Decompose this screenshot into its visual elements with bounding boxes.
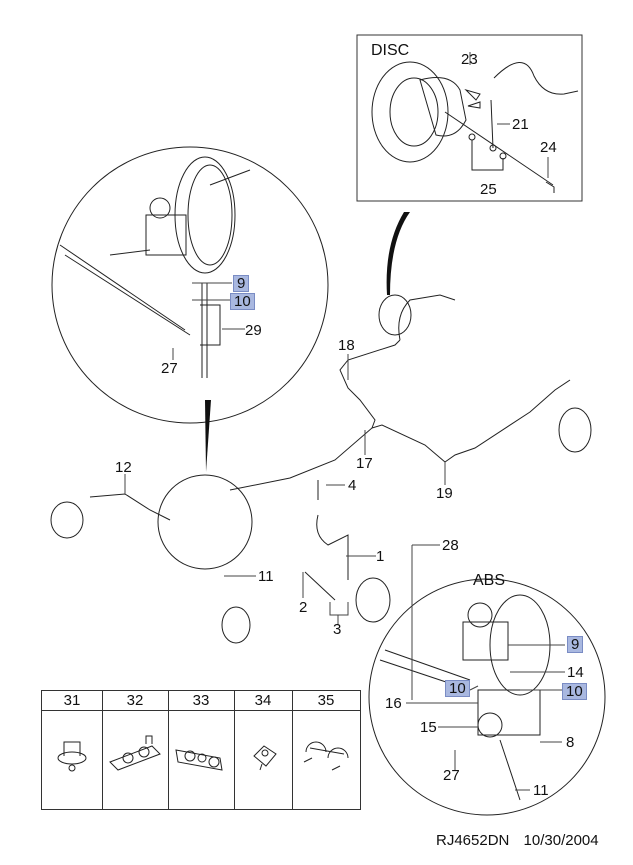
double-clip-icon xyxy=(109,735,161,771)
callout-4[interactable]: 4 xyxy=(348,477,357,494)
callout-10-abs-right-highlighted[interactable]: 10 xyxy=(562,683,587,700)
callout-17[interactable]: 17 xyxy=(356,455,373,472)
clip-header-34: 34 xyxy=(234,691,292,711)
callout-16[interactable]: 16 xyxy=(385,695,402,712)
clip-cell-32: 32 xyxy=(102,691,169,809)
clip-icon xyxy=(57,741,87,772)
callout-1[interactable]: 1 xyxy=(376,548,385,565)
master-cylinder-inset-circle xyxy=(51,146,329,424)
callout-9-highlighted[interactable]: 9 xyxy=(233,275,250,292)
callout-11-main[interactable]: 11 xyxy=(258,568,274,585)
master-cylinder-small-circle xyxy=(157,474,253,570)
callout-29[interactable]: 29 xyxy=(245,322,262,339)
abs-inset-title: ABS xyxy=(473,572,506,589)
bracket-clip-icon xyxy=(303,741,349,771)
clip-cell-34: 34 xyxy=(234,691,293,809)
clip-header-35: 35 xyxy=(292,691,360,711)
clip-header-31: 31 xyxy=(42,691,102,711)
callout-28[interactable]: 28 xyxy=(442,537,459,554)
callout-25[interactable]: 25 xyxy=(480,181,497,198)
single-clip-icon xyxy=(253,745,277,771)
drawing-date: 10/30/2004 xyxy=(523,832,599,849)
callout-10-highlighted[interactable]: 10 xyxy=(230,293,255,310)
clip-parts-table: 31 32 33 34 35 xyxy=(41,690,361,810)
callout-leaders xyxy=(124,52,565,791)
callout-23[interactable]: 23 xyxy=(461,51,478,68)
inset-pointer-disc xyxy=(386,212,410,295)
callout-19[interactable]: 19 xyxy=(436,485,453,502)
clip-cell-33: 33 xyxy=(168,691,235,809)
callout-12[interactable]: 12 xyxy=(115,459,132,476)
wheel-drawings xyxy=(50,294,592,644)
callout-14[interactable]: 14 xyxy=(567,664,584,681)
disc-rotor-drawing xyxy=(371,61,579,193)
callout-24[interactable]: 24 xyxy=(540,139,557,156)
callout-10-abs-left-highlighted[interactable]: 10 xyxy=(445,680,470,697)
callout-2[interactable]: 2 xyxy=(299,599,308,616)
callout-11-abs[interactable]: 11 xyxy=(533,782,549,799)
clip-cell-31: 31 xyxy=(42,691,103,809)
callout-9-abs-highlighted[interactable]: 9 xyxy=(567,636,584,653)
callout-27-upper[interactable]: 27 xyxy=(161,360,178,377)
hose-drawing xyxy=(304,480,349,601)
clip-cell-35: 35 xyxy=(292,691,360,809)
multi-clip-icon xyxy=(175,749,223,771)
brake-line-routing xyxy=(89,294,571,521)
drawing-footer: RJ4652DN 10/30/2004 xyxy=(436,832,609,849)
inset-pointer-upper xyxy=(205,400,211,472)
callout-15[interactable]: 15 xyxy=(420,719,437,736)
clip-header-33: 33 xyxy=(168,691,234,711)
abs-unit-drawing xyxy=(379,594,551,801)
callout-8[interactable]: 8 xyxy=(566,734,575,751)
abs-inset-circle xyxy=(368,578,606,816)
master-cylinder-drawing xyxy=(59,156,251,378)
callout-18[interactable]: 18 xyxy=(338,337,355,354)
callout-27-abs[interactable]: 27 xyxy=(443,767,460,784)
callout-21[interactable]: 21 xyxy=(512,116,529,133)
callout-3[interactable]: 3 xyxy=(333,621,342,638)
disc-inset-frame xyxy=(356,34,583,202)
disc-inset-title: DISC xyxy=(371,42,410,59)
clip-header-32: 32 xyxy=(102,691,168,711)
drawing-code: RJ4652DN xyxy=(436,832,510,849)
